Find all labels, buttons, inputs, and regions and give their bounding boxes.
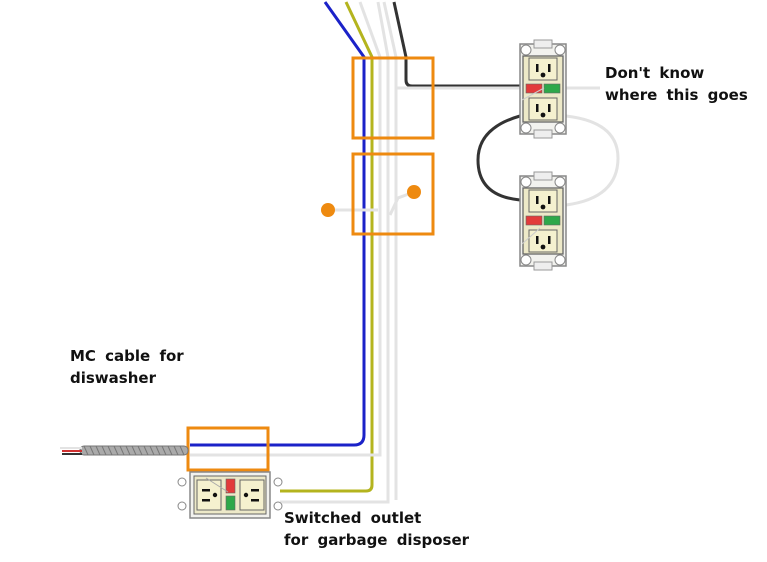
white-wire-c <box>382 1 398 500</box>
receptacle-upper-2 <box>519 171 567 271</box>
unknown-label-line1: Don't know <box>605 64 705 82</box>
junction-box-upper <box>351 56 435 140</box>
switched-label-line1: Switched outlet <box>284 509 422 527</box>
wire-nut-right <box>407 185 421 199</box>
mc-label-line1: MC cable for <box>70 347 184 365</box>
white-wire-a <box>190 1 382 457</box>
white-wire-b <box>280 1 390 504</box>
mc-label-line2: diswasher <box>70 369 156 387</box>
junction-box-middle <box>351 152 435 236</box>
mc-cable <box>60 445 189 456</box>
black-loop <box>476 114 521 202</box>
junction-box-lower <box>186 426 270 472</box>
black-wire <box>392 1 522 88</box>
unknown-label-line2: where this goes <box>605 86 748 104</box>
unknown-wire-label: Don't know where this goes <box>605 62 748 106</box>
mc-cable-label: MC cable for diswasher <box>70 345 184 389</box>
switched-label-line2: for garbage disposer <box>284 531 470 549</box>
wire-nut-left <box>321 203 335 217</box>
yellow-wire <box>280 1 374 493</box>
blue-wire <box>190 1 366 447</box>
switched-outlet-label: Switched outlet for garbage disposer <box>284 507 469 551</box>
white-loop <box>565 114 620 207</box>
receptacle-switched <box>177 471 283 519</box>
